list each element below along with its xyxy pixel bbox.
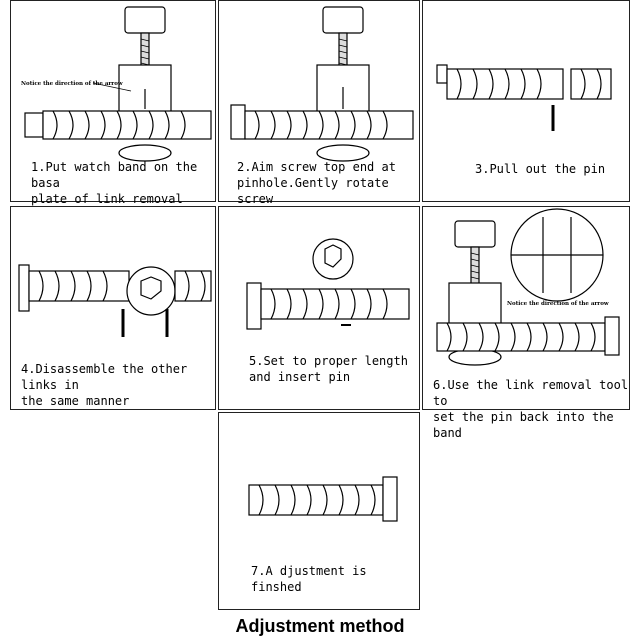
step-2-illustration: [230, 6, 414, 162]
step-4-panel: 4.Disassemble the other links in the sam…: [10, 206, 216, 410]
step-1-panel: Notice the direction of the arrow 1.Put …: [10, 0, 216, 238]
step-7-caption: 7.A djustment is finshed: [251, 564, 367, 594]
step-5-panel: 5.Set to proper length and insert pin: [218, 206, 420, 410]
step-1-note: Notice the direction of the arrow: [21, 81, 123, 87]
step-1-illustration: [24, 6, 212, 162]
page-title: Adjustment method: [235, 616, 405, 636]
step-3-illustration: [436, 64, 612, 131]
step-6-caption: 6.Use the link removal tool to set the p…: [433, 378, 629, 440]
step-3-panel: 3.Pull out the pin: [422, 0, 630, 202]
step-5-illustration: [246, 238, 410, 330]
step-4-illustration: [18, 264, 212, 337]
step-4-caption: 4.Disassemble the other links in the sam…: [21, 362, 188, 408]
step-7-panel: 7.A djustment is finshed: [218, 412, 420, 610]
step-5-caption: 5.Set to proper length and insert pin: [249, 354, 408, 384]
step-6-illustration: [436, 208, 620, 366]
step-7-illustration: [248, 476, 398, 522]
step-3-caption: 3.Pull out the pin: [475, 162, 606, 176]
step-6-panel: Notice the direction of the arrow 6.Use …: [422, 206, 630, 440]
step-6-note: Notice the direction of the arrow: [507, 301, 609, 307]
step-2-panel: 2.Aim screw top end at pinhole.Gently ro…: [218, 0, 420, 222]
